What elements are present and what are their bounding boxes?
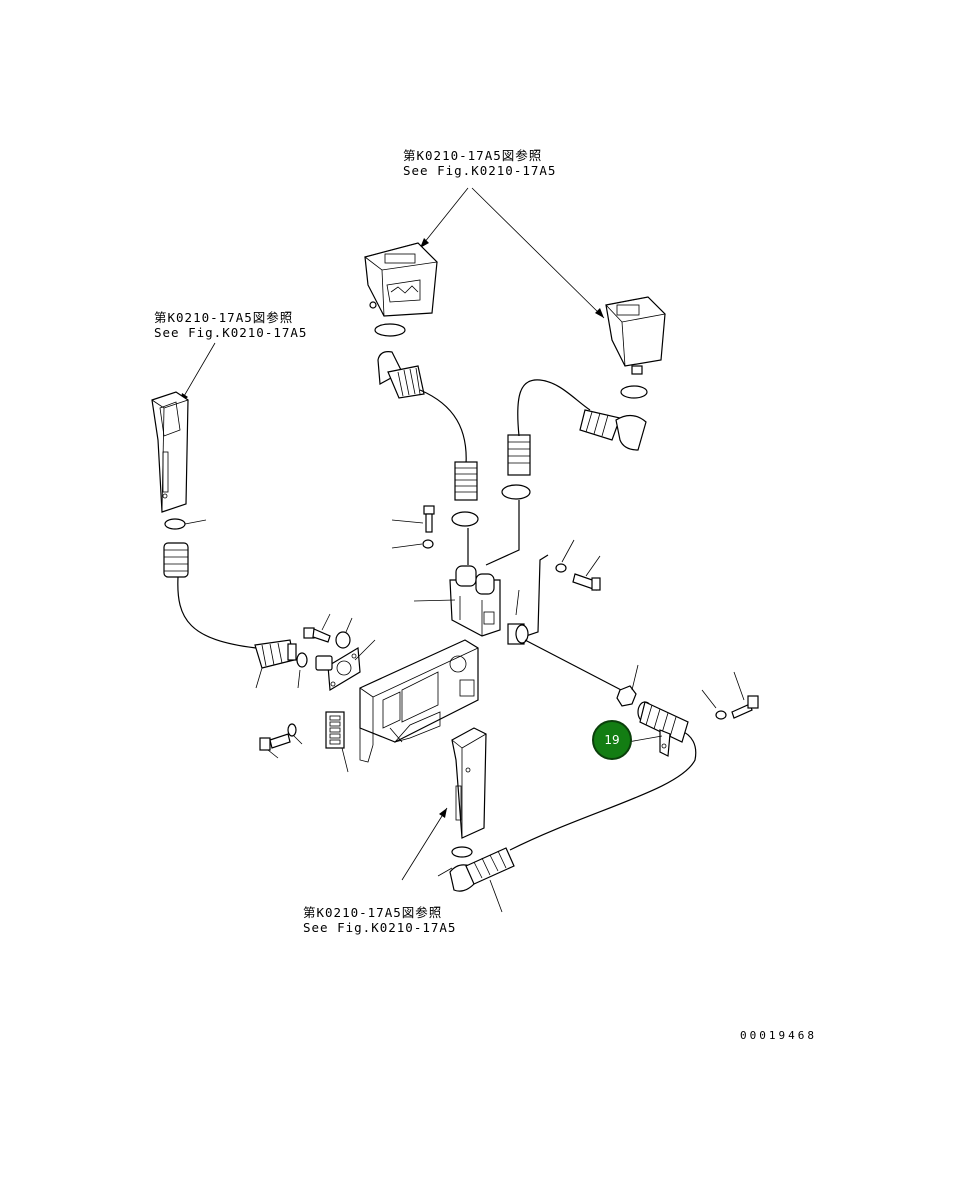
duct-elbow-top-left	[377, 351, 425, 399]
vent-bottom	[451, 727, 487, 839]
leader-line	[341, 747, 349, 773]
leader-line	[321, 613, 331, 631]
duct-line	[177, 576, 257, 649]
part-callout-19[interactable]: 19	[592, 720, 632, 760]
duct-bracket-right	[637, 701, 689, 757]
duct-elbow-bottom	[449, 847, 515, 892]
vent-top-left	[364, 242, 438, 317]
reference-note-jp: 第K0210-17A5図参照	[154, 310, 294, 325]
leader-line	[267, 749, 279, 759]
duct-line	[524, 639, 626, 693]
reference-note-top: 第K0210-17A5図参照 See Fig.K0210-17A5	[403, 148, 556, 178]
fitting	[507, 623, 529, 645]
leader-line	[515, 589, 520, 616]
mounting-plate	[327, 646, 361, 692]
vent-top-right	[605, 296, 666, 375]
connector	[315, 655, 333, 671]
leader-line	[701, 689, 717, 709]
leader-line	[391, 543, 423, 549]
main-housing	[359, 639, 479, 763]
reference-note-jp: 第K0210-17A5図参照	[403, 148, 543, 163]
leader-line	[297, 669, 301, 689]
hose-clamp	[451, 846, 473, 858]
duct-ribbed-left	[163, 542, 189, 578]
duct-ribbed-left-lower	[254, 639, 297, 669]
leader-line	[184, 519, 207, 525]
reference-note-left: 第K0210-17A5図参照 See Fig.K0210-17A5	[154, 310, 307, 340]
hose-clamp	[501, 484, 531, 500]
duct-line	[419, 389, 467, 466]
leader-line	[345, 617, 353, 633]
reference-note-jp: 第K0210-17A5図参照	[303, 905, 443, 920]
callout-label: 19	[604, 733, 620, 747]
bolt	[423, 505, 435, 533]
reference-leader-bottom	[401, 807, 448, 881]
leader-line	[391, 519, 424, 524]
leader-line	[627, 735, 663, 743]
resistor-block	[325, 711, 345, 749]
bolt	[731, 695, 759, 719]
hose-clamp	[620, 385, 648, 399]
nut	[296, 652, 308, 668]
nut	[616, 685, 637, 707]
duct-line	[517, 379, 591, 437]
leader-line	[585, 555, 601, 577]
vent-left	[151, 391, 189, 513]
hose-clamp	[374, 323, 406, 337]
leader-line	[293, 735, 303, 745]
junction-box	[449, 565, 501, 637]
leader-line	[255, 667, 263, 689]
washer	[715, 710, 727, 720]
duct-elbow-top-right	[579, 409, 647, 451]
leader-line	[489, 879, 503, 913]
reference-leader-top	[419, 187, 605, 319]
bolt	[572, 573, 601, 591]
duct-ribbed-vertical	[454, 434, 531, 501]
washer	[555, 563, 567, 573]
leader-line	[733, 671, 745, 701]
reference-leader-left	[179, 342, 216, 404]
hose-clamp	[164, 518, 186, 530]
leader-line	[631, 664, 639, 691]
duct-line	[519, 554, 549, 639]
reference-note-bottom: 第K0210-17A5図参照 See Fig.K0210-17A5	[303, 905, 456, 935]
leader-line	[437, 867, 453, 877]
bolt	[259, 733, 291, 751]
duct-line	[485, 500, 520, 566]
bolt	[303, 627, 331, 643]
washer	[287, 723, 297, 737]
washer	[422, 539, 434, 549]
reference-note-en: See Fig.K0210-17A5	[403, 163, 557, 178]
reference-note-en: See Fig.K0210-17A5	[303, 920, 457, 935]
drawing-number: 00019468	[740, 1029, 817, 1042]
hose-clamp	[451, 511, 479, 527]
reference-note-en: See Fig.K0210-17A5	[154, 325, 308, 340]
leader-line	[389, 727, 403, 743]
leader-line	[561, 539, 575, 563]
duct-line	[509, 729, 697, 851]
leader-line	[354, 639, 376, 661]
leader-line	[413, 599, 456, 602]
washer	[335, 631, 351, 649]
